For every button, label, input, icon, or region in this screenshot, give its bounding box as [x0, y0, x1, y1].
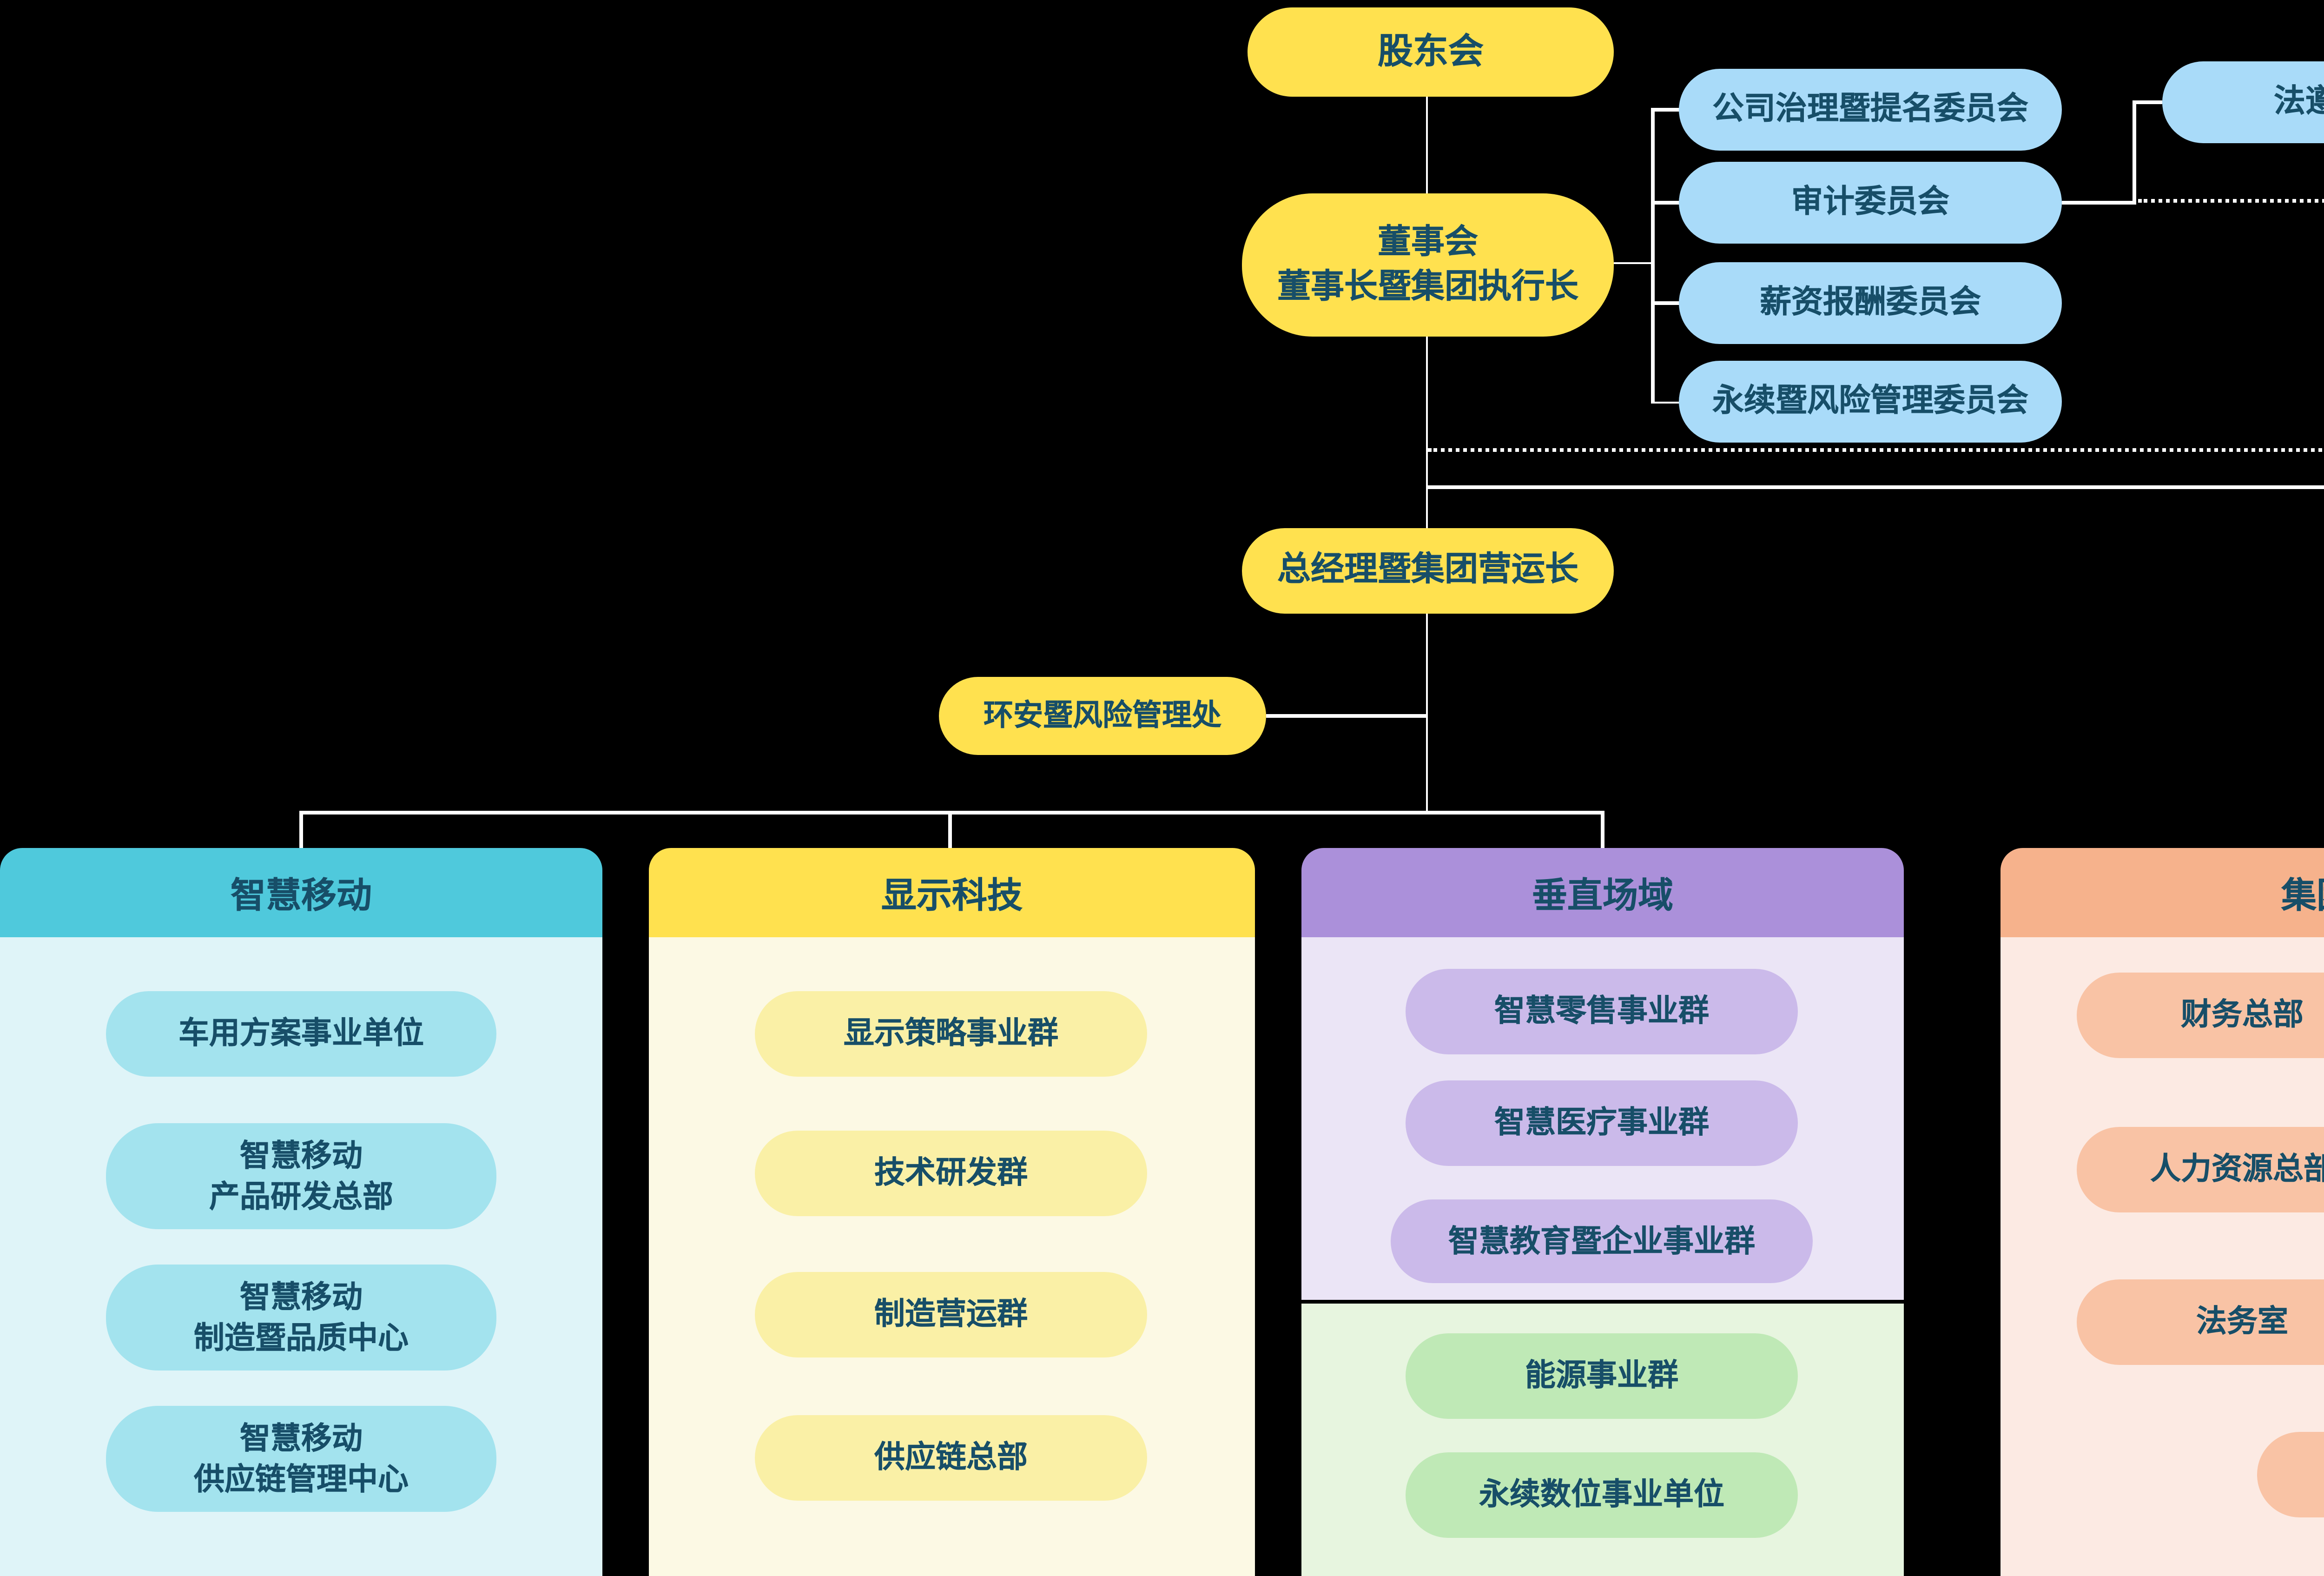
unit-node-internal-audit: 稽核管理处 — [2257, 1432, 2324, 1517]
unit-node: 智慧医疗事业群 — [1406, 1080, 1798, 1166]
connector-board-committee-spine — [1614, 261, 1655, 264]
connector-committee-3 — [1651, 301, 1681, 304]
division-distribution-line — [299, 811, 1604, 814]
division-header-smart-mobility: 智慧移动 — [0, 848, 602, 937]
connector-committee-1 — [1651, 108, 1681, 111]
connector-board-coo — [1425, 335, 1428, 528]
connector-to-support-units-h — [1426, 485, 2324, 488]
unit-node: 人力资源总部 — [2077, 1127, 2324, 1212]
unit-node: 能源事业群 — [1406, 1333, 1798, 1419]
ehs-risk-node: 环安暨风险管理处 — [939, 677, 1266, 755]
connector-shareholders-board — [1425, 97, 1428, 193]
committee-node-compensation: 薪资报酬委员会 — [1679, 262, 2062, 344]
unit-node: 法务室 — [2077, 1279, 2324, 1365]
shareholders-meeting-node: 股东会 — [1248, 7, 1614, 97]
drop-division-1 — [299, 811, 302, 850]
compliance-counsel-node: 法遵总顾问 — [2162, 61, 2324, 143]
unit-node: 供应链总部 — [755, 1415, 1147, 1501]
unit-node: 智慧零售事业群 — [1406, 969, 1798, 1054]
unit-node: 永续数位事业单位 — [1406, 1452, 1798, 1538]
connector-ehs-coo — [1266, 714, 1428, 717]
drop-division-2 — [948, 811, 951, 850]
unit-node: 智慧移动 制造暨品质中心 — [106, 1265, 496, 1371]
division-header-support-units: 集团营运支援单位 — [2000, 848, 2324, 937]
connector-coo-divisions — [1425, 614, 1428, 813]
committee-node-sustainability-risk: 永续暨风险管理委员会 — [1679, 361, 2062, 443]
unit-node: 财务总部 — [2077, 973, 2324, 1058]
committee-node-audit: 审计委员会 — [1679, 162, 2062, 244]
connector-audit-compliance-h1 — [2062, 201, 2136, 204]
connector-audit-compliance-v — [2133, 100, 2135, 204]
unit-node: 制造营运群 — [755, 1272, 1147, 1357]
dotted-compliance-to-mainline — [1428, 448, 2324, 452]
unit-node: 智慧移动 供应链管理中心 — [106, 1406, 496, 1512]
connector-committee-2 — [1651, 201, 1681, 204]
unit-node: 车用方案事业单位 — [106, 991, 496, 1077]
division-header-vertical-domains: 垂直场域 — [1301, 848, 1904, 937]
connector-audit-compliance-h2 — [2134, 100, 2162, 103]
dotted-audit-right — [2138, 199, 2324, 203]
committee-node-governance: 公司治理暨提名委员会 — [1679, 69, 2062, 151]
board-node: 董事会 董事长暨集团执行长 — [1242, 193, 1614, 337]
committee-spine — [1651, 108, 1654, 404]
division-header-display-tech: 显示科技 — [649, 848, 1255, 937]
connector-committee-4 — [1651, 401, 1681, 404]
drop-division-3 — [1601, 811, 1604, 850]
coo-node: 总经理暨集团营运长 — [1242, 528, 1614, 614]
unit-node: 智慧移动 产品研发总部 — [106, 1123, 496, 1229]
unit-node: 智慧教育暨企业事业群 — [1391, 1199, 1813, 1283]
unit-node: 技术研发群 — [755, 1131, 1147, 1216]
unit-node: 显示策略事业群 — [755, 991, 1147, 1077]
